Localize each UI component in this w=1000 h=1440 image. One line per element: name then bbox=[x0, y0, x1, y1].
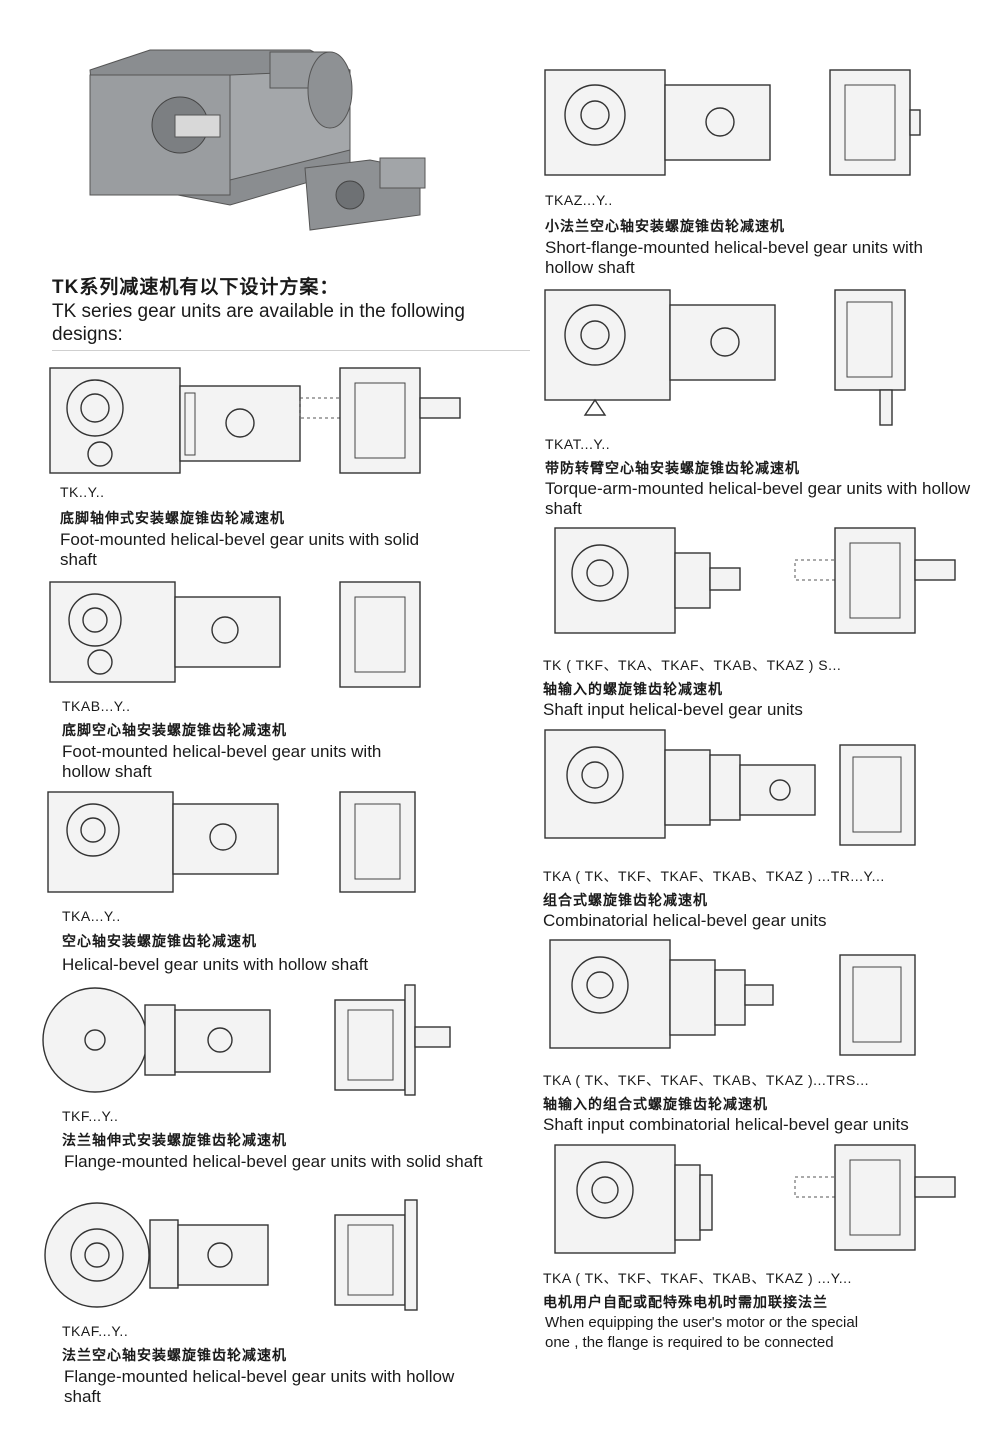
design-name-en: Foot-mounted helical-bevel gear units wi… bbox=[60, 530, 420, 569]
design-name-en: Shaft input helical-bevel gear units bbox=[543, 700, 803, 719]
hero-gearmotor-image bbox=[89, 49, 426, 231]
intro-title-cn: TK系列减速机有以下设计方案： bbox=[52, 277, 340, 298]
drawing-tka-front-view bbox=[339, 791, 416, 893]
design-code: TKAF...Y.. bbox=[62, 1323, 129, 1339]
design-code: TKA ( TK、TKF、TKAF、TKAB、TKAZ ) ...Y... bbox=[543, 1270, 852, 1286]
drawing-tkaz-front-view bbox=[829, 69, 921, 176]
drawing-adapter-flange-side-view bbox=[554, 1144, 713, 1254]
design-code: TK..Y.. bbox=[60, 484, 105, 500]
drawing-tkat-side-view bbox=[544, 289, 776, 416]
design-name-en: Flange-mounted helical-bevel gear units … bbox=[64, 1367, 455, 1406]
design-name-en: Combinatorial helical-bevel gear units bbox=[543, 911, 827, 930]
design-name-cn: 轴输入的组合式螺旋锥齿轮减速机 bbox=[543, 1096, 768, 1112]
design-code: TKA ( TK、TKF、TKAF、TKAB、TKAZ ) ...TR...Y.… bbox=[543, 868, 885, 884]
design-name-cn: 底脚空心轴安装螺旋锥齿轮减速机 bbox=[62, 722, 287, 738]
design-name-en: When equipping the user's motor or the s… bbox=[545, 1314, 859, 1351]
design-name-cn: 轴输入的螺旋锥齿轮减速机 bbox=[543, 681, 723, 697]
design-name-cn: 法兰轴伸式安装螺旋锥齿轮减速机 bbox=[62, 1132, 287, 1148]
drawing-shaft-input-front-view bbox=[794, 527, 956, 634]
design-code: TKAZ...Y.. bbox=[545, 192, 613, 208]
design-code: TKA ( TK、TKF、TKAF、TKAB、TKAZ )...TRS... bbox=[543, 1072, 869, 1088]
design-name-en: Foot-mounted helical-bevel gear units wi… bbox=[62, 742, 382, 781]
design-name-en: Torque-arm-mounted helical-bevel gear un… bbox=[545, 479, 971, 518]
intro-title-en: TK series gear units are available in th… bbox=[52, 301, 465, 345]
drawing-shaft-input-combinatorial-front-view bbox=[839, 954, 916, 1056]
design-name-en: Shaft input combinatorial helical-bevel … bbox=[543, 1115, 909, 1134]
design-code: TKA...Y.. bbox=[62, 908, 121, 924]
drawing-tkab-side-view bbox=[49, 581, 281, 683]
drawing-tk-side-view bbox=[49, 367, 301, 474]
design-name-cn: 法兰空心轴安装螺旋锥齿轮减速机 bbox=[62, 1347, 287, 1363]
design-code: TK ( TKF、TKA、TKAF、TKAB、TKAZ ) S... bbox=[543, 657, 842, 673]
design-code: TKAB...Y.. bbox=[62, 698, 131, 714]
design-name-cn: 电机用户自配或配特殊电机时需加联接法兰 bbox=[543, 1294, 828, 1310]
drawing-shaft-input-combinatorial-side-view bbox=[549, 939, 774, 1049]
drawing-tkaf-side-view bbox=[44, 1202, 269, 1308]
design-name-cn: 底脚轴伸式安装螺旋锥齿轮减速机 bbox=[60, 510, 285, 526]
drawing-tkaf-front-view bbox=[334, 1199, 418, 1311]
design-code: TKF...Y.. bbox=[62, 1108, 119, 1124]
drawing-combinatorial-side-view bbox=[544, 729, 816, 839]
drawing-tk-front-view bbox=[299, 367, 461, 474]
design-name-en: Flange-mounted helical-bevel gear units … bbox=[64, 1152, 483, 1171]
section-divider bbox=[52, 350, 530, 351]
design-name-cn: 空心轴安装螺旋锥齿轮减速机 bbox=[62, 933, 257, 949]
drawing-shaft-input-side-view bbox=[554, 527, 741, 634]
design-name-cn: 小法兰空心轴安装螺旋锥齿轮减速机 bbox=[545, 218, 785, 234]
drawing-tka-side-view bbox=[47, 791, 279, 893]
design-name-cn: 组合式螺旋锥齿轮减速机 bbox=[543, 892, 708, 908]
drawing-combinatorial-front-view bbox=[839, 744, 916, 846]
drawing-tkab-front-view bbox=[339, 581, 421, 688]
drawing-tkf-front-view bbox=[334, 984, 451, 1096]
drawing-tkat-front-view bbox=[834, 289, 906, 426]
drawing-tkf-side-view bbox=[42, 987, 271, 1093]
design-code: TKAT...Y.. bbox=[545, 436, 611, 452]
design-name-en: Helical-bevel gear units with hollow sha… bbox=[62, 955, 369, 974]
design-name-en: Short-flange-mounted helical-bevel gear … bbox=[545, 238, 923, 277]
drawing-adapter-flange-front-view bbox=[794, 1144, 956, 1251]
drawing-tkaz-side-view bbox=[544, 69, 771, 176]
design-name-cn: 带防转臂空心轴安装螺旋锥齿轮减速机 bbox=[545, 460, 800, 476]
